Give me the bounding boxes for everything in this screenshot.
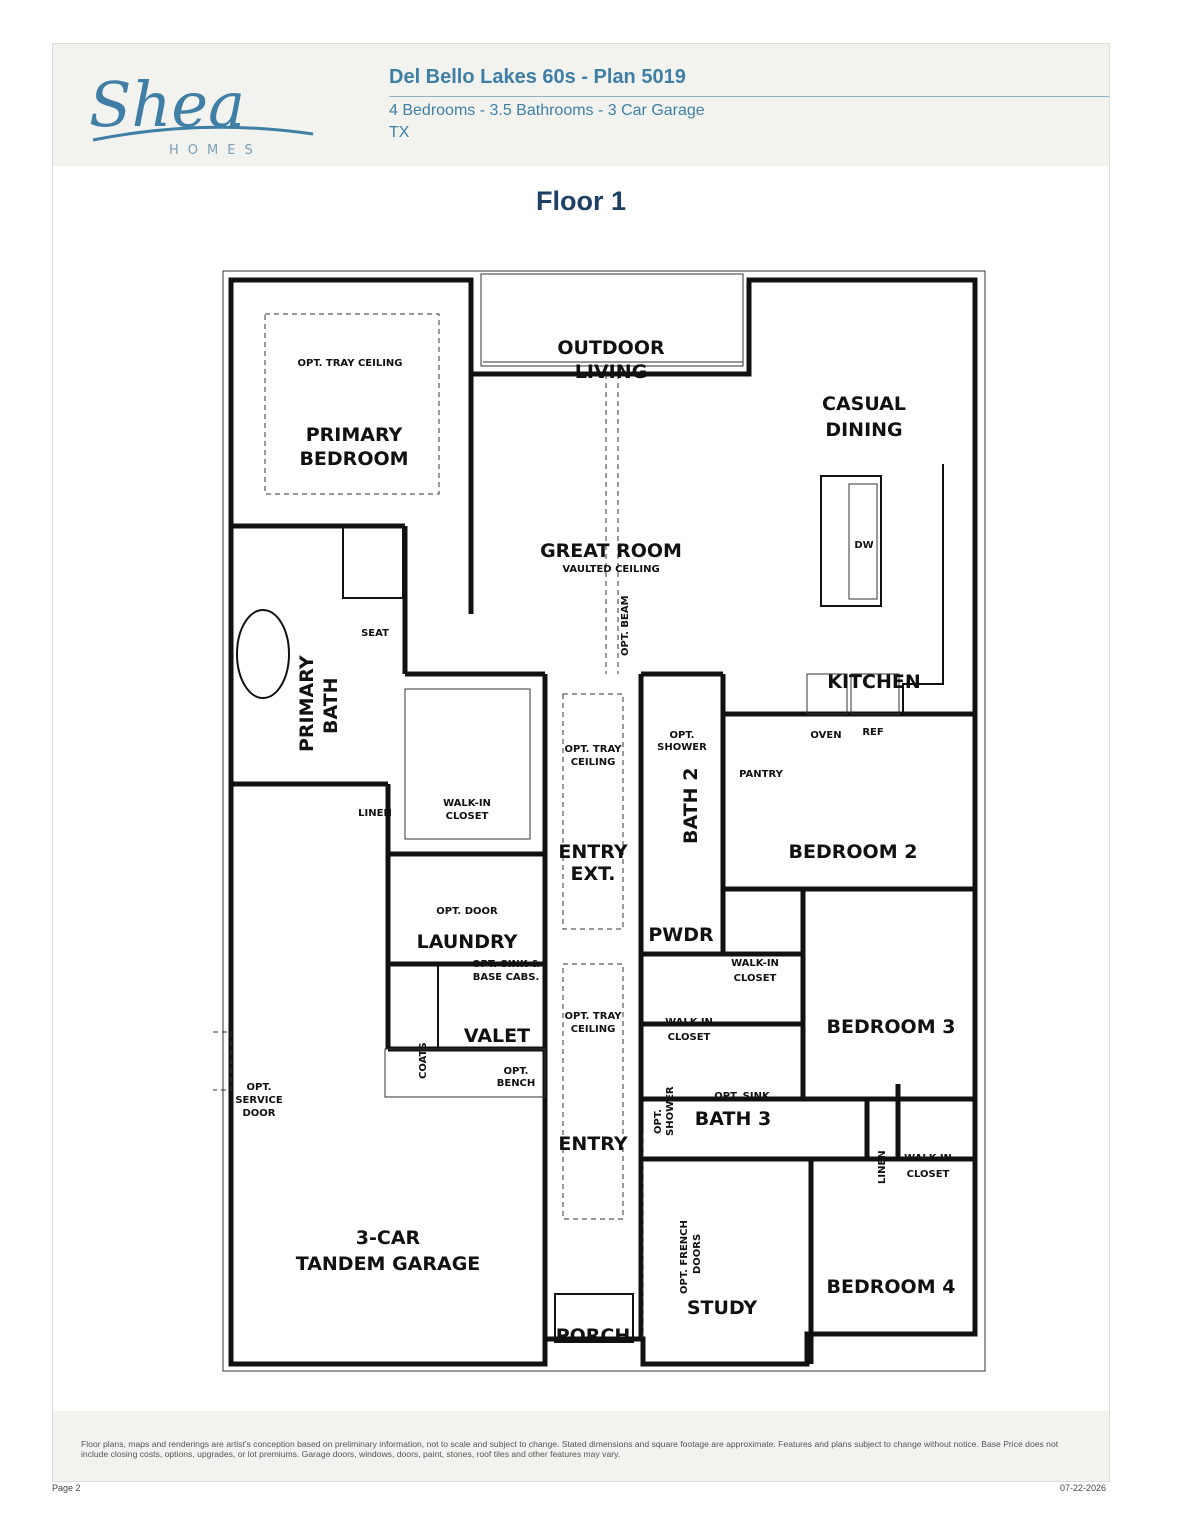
label-kitchen: KITCHEN (827, 671, 920, 693)
label-wic-primary-1: WALK-IN (443, 798, 491, 809)
label-valet: VALET (464, 1025, 530, 1047)
plan-state: TX (389, 124, 410, 141)
label-study: STUDY (687, 1297, 757, 1319)
label-wic-b3-2: CLOSET (668, 1032, 711, 1043)
label-entry-ext-2: EXT. (571, 863, 616, 885)
label-primary-bath-2: BATH (320, 677, 342, 734)
label-opt-door: OPT. DOOR (436, 906, 498, 917)
label-linen-1: LINEN (358, 808, 392, 819)
logo-sub: HOMES (169, 143, 262, 158)
header-band: Shea HOMES Del Bello Lakes 60s - Plan 50… (53, 44, 1109, 166)
floor-plan-drawing (213, 270, 986, 1372)
label-garage-2: TANDEM GARAGE (296, 1253, 481, 1275)
label-opt-tray-entry-1: OPT. TRAY (565, 1011, 623, 1022)
label-bedroom-2: BEDROOM 2 (789, 841, 918, 863)
disclaimer: Floor plans, maps and renderings are art… (81, 1439, 1059, 1459)
label-opt-shower-b2-1: OPT. (670, 730, 695, 741)
label-opt-bench-1: OPT. (504, 1066, 529, 1077)
label-linen-2: LINEN (877, 1150, 888, 1184)
label-entry: ENTRY (558, 1133, 627, 1155)
label-service-2: SERVICE (235, 1095, 283, 1106)
label-primary-bed-1: PRIMARY (306, 424, 403, 446)
label-casual-2: DINING (825, 419, 902, 441)
label-opt-shower-b3-1: OPT. (653, 1109, 664, 1134)
label-primary-bed-2: BEDROOM (299, 448, 408, 470)
label-opt-shower-b2-2: SHOWER (657, 742, 707, 753)
label-oven: OVEN (810, 730, 841, 741)
room-labels: OUTDOOR LIVING CASUAL DINING OPT. TRAY C… (235, 337, 956, 1347)
label-casual-1: CASUAL (822, 393, 906, 415)
label-opt-sink-2: BASE CABS. (473, 972, 540, 983)
label-bath-3: BATH 3 (695, 1108, 771, 1130)
page-number: Page 2 (52, 1483, 81, 1493)
label-pantry: PANTRY (739, 769, 783, 780)
label-pwdr: PWDR (648, 924, 714, 946)
header-rule (389, 96, 1109, 97)
label-opt-sink-b3: OPT. SINK (714, 1091, 771, 1102)
label-wic-b4-2: CLOSET (907, 1169, 950, 1180)
label-wic-b4-1: WALK-IN (904, 1153, 952, 1164)
plan-subtitle: 4 Bedrooms - 3.5 Bathrooms - 3 Car Garag… (389, 102, 705, 119)
label-great-room: GREAT ROOM (540, 540, 682, 562)
label-opt-tray-entry-2: CEILING (571, 1024, 616, 1035)
label-wic-primary-2: CLOSET (446, 811, 489, 822)
label-coats: COATS (418, 1042, 429, 1079)
shea-homes-logo: Shea HOMES (89, 68, 314, 158)
label-opt-bench-2: BENCH (497, 1078, 536, 1089)
label-wic-b3-1: WALK-IN (665, 1017, 713, 1028)
label-ref: REF (862, 727, 883, 738)
label-bath-2: BATH 2 (680, 768, 702, 844)
label-outdoor-1: OUTDOOR (557, 337, 665, 359)
label-opt-tray-primary: OPT. TRAY CEILING (298, 358, 403, 369)
label-outdoor-2: LIVING (575, 361, 647, 383)
plan-title: Del Bello Lakes 60s - Plan 5019 (389, 66, 686, 88)
label-seat: SEAT (361, 628, 389, 639)
footer-band: Floor plans, maps and renderings are art… (53, 1411, 1109, 1481)
label-dw: DW (854, 540, 873, 551)
label-opt-sink-1: OPT. SINK & (472, 959, 540, 970)
label-bedroom-3: BEDROOM 3 (827, 1016, 956, 1038)
label-primary-bath-1: PRIMARY (296, 655, 318, 752)
label-opt-shower-b3-2: SHOWER (665, 1086, 676, 1136)
floor-title: Floor 1 (535, 186, 626, 216)
label-vaulted: VAULTED CEILING (562, 564, 659, 575)
label-entry-ext-1: ENTRY (558, 841, 627, 863)
label-laundry: LAUNDRY (417, 931, 518, 953)
label-porch: PORCH (556, 1325, 631, 1347)
print-date: 07-22-2026 (1060, 1483, 1107, 1493)
label-wic-b2-1: WALK-IN (731, 958, 779, 969)
label-garage-1: 3-CAR (356, 1227, 421, 1249)
label-french-1: OPT. FRENCH (679, 1220, 690, 1294)
label-opt-tray-entry-ext-2: CEILING (571, 757, 616, 768)
label-opt-tray-entry-ext-1: OPT. TRAY (565, 744, 623, 755)
floor-plan-sheet: Shea HOMES Del Bello Lakes 60s - Plan 50… (52, 43, 1110, 1482)
label-french-2: DOORS (692, 1234, 703, 1274)
label-wic-b2-2: CLOSET (734, 973, 777, 984)
label-service-3: DOOR (242, 1108, 275, 1119)
label-opt-beam: OPT. BEAM (620, 595, 631, 656)
label-service-1: OPT. (247, 1082, 272, 1093)
label-bedroom-4: BEDROOM 4 (827, 1276, 956, 1298)
